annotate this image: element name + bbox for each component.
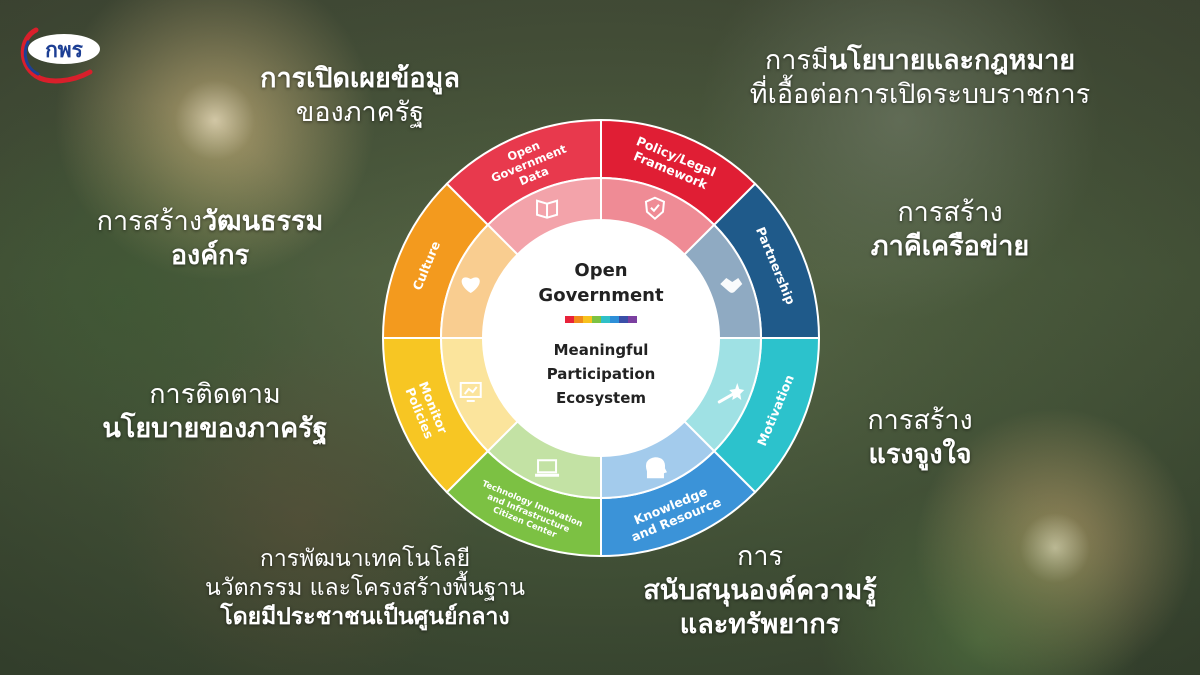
label-open-data-line2: ของภาครัฐ	[295, 96, 425, 128]
shield-icon	[644, 196, 666, 221]
label-motivation: การสร้าง แรงจูงใจ	[810, 404, 1030, 472]
rainbow-bar-block	[592, 316, 601, 323]
rainbow-bar-block	[601, 316, 610, 323]
laptop-icon	[535, 459, 560, 477]
label-knowledge-line1: การ	[736, 541, 783, 572]
label-culture-line2: องค์กร	[170, 239, 250, 271]
label-technology-line2: นวัตกรรม และโครงสร้างพื้นฐาน	[204, 574, 526, 601]
label-monitor: การติดตาม นโยบายของภาครัฐ	[50, 378, 380, 446]
rainbow-bar-block	[583, 316, 592, 323]
center-subtitle-line1: Meaningful	[554, 341, 649, 359]
label-partnership-line2: ภาคีเครือข่าย	[870, 230, 1030, 262]
label-monitor-line2: นโยบายของภาครัฐ	[102, 412, 328, 444]
label-monitor-line1: การติดตาม	[149, 379, 281, 410]
label-knowledge-line3: และทรัพยากร	[679, 608, 841, 640]
handshake-icon	[720, 278, 743, 293]
rainbow-bar-block	[574, 316, 583, 323]
opdc-logo: กพร	[20, 27, 100, 84]
center-circle	[483, 220, 719, 456]
rainbow-bar-block	[565, 316, 574, 323]
label-culture-strong: วัฒนธรรม	[202, 206, 324, 237]
center-subtitle-line2: Participation	[547, 365, 656, 383]
rainbow-bar-block	[619, 316, 628, 323]
brain-head-icon	[645, 457, 667, 479]
label-motivation-line2: แรงจูงใจ	[868, 438, 972, 470]
label-partnership-line1: การสร้าง	[897, 197, 1003, 228]
label-culture-lead: การสร้าง	[96, 206, 203, 237]
center-title-line2: Government	[538, 285, 664, 306]
label-technology-line1: การพัฒนาเทคโนโลยี	[259, 546, 471, 572]
monitor-chart-icon	[459, 381, 482, 402]
label-motivation-line1: การสร้าง	[867, 405, 973, 436]
rainbow-bar-block	[628, 316, 637, 323]
rainbow-bar-block	[610, 316, 619, 323]
logo-text: กพร	[45, 38, 84, 62]
label-knowledge-line2: สนับสนุนองค์ความรู้	[643, 574, 877, 606]
book-icon	[536, 199, 559, 219]
rainbow-bar	[565, 316, 637, 323]
label-technology: การพัฒนาเทคโนโลยี นวัตกรรม และโครงสร้างพ…	[180, 545, 550, 631]
label-open-data-line1: การเปิดเผยข้อมูล	[260, 63, 460, 94]
label-technology-line3: โดยมีประชาชนเป็นศูนย์กลาง	[220, 603, 510, 630]
label-culture: การสร้างวัฒนธรรม องค์กร	[50, 205, 370, 273]
label-partnership: การสร้าง ภาคีเครือข่าย	[800, 196, 1100, 264]
center-title-line1: Open	[574, 260, 627, 281]
shooting-star-icon	[717, 382, 745, 404]
label-policy-line2: ที่เอื้อต่อการเปิดระบบราชการ	[749, 78, 1091, 110]
center-subtitle-line3: Ecosystem	[556, 389, 646, 407]
label-open-data: การเปิดเผยข้อมูล ของภาครัฐ	[210, 62, 510, 130]
heart-icon	[461, 277, 480, 294]
label-policy-strong: นโยบายและกฎหมาย	[828, 45, 1076, 76]
label-knowledge: การ สนับสนุนองค์ความรู้ และทรัพยากร	[600, 540, 920, 641]
label-policy-lead: การมี	[764, 45, 829, 76]
label-policy: การมีนโยบายและกฎหมาย ที่เอื้อต่อการเปิดร…	[680, 44, 1160, 112]
